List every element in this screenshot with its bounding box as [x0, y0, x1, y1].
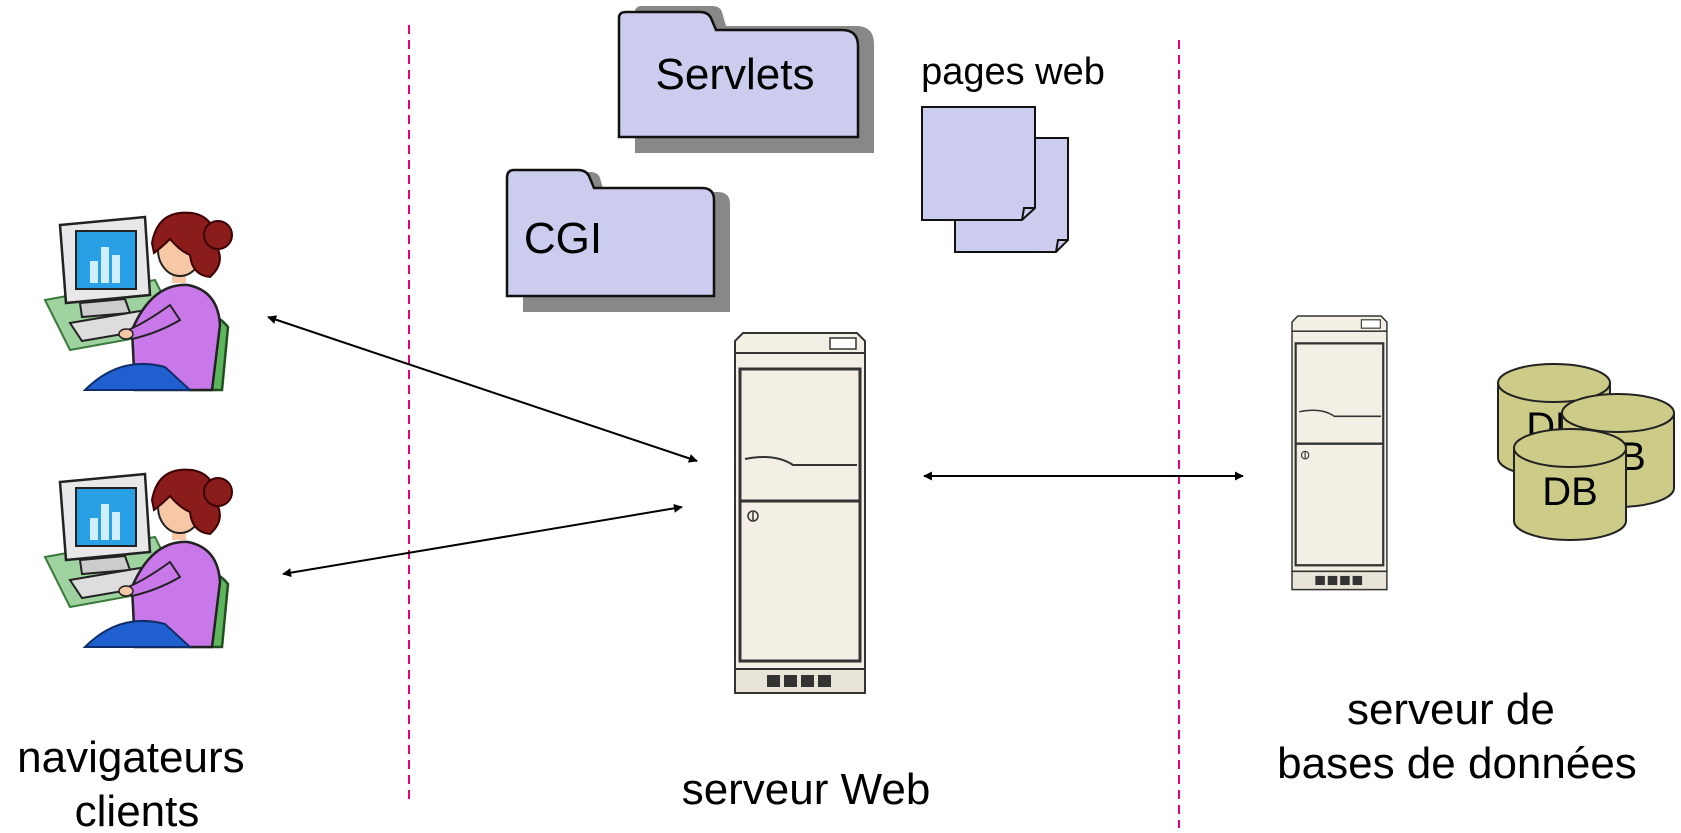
web-server-icon: [733, 331, 867, 695]
db-server-label: serveur de bases de données: [1277, 685, 1637, 788]
db-server-label-line2: bases de données: [1277, 739, 1637, 788]
arrow-client2-webserver: [282, 503, 683, 578]
pages-web-label: pages web: [921, 51, 1105, 93]
cgi-label: CGI: [524, 214, 602, 263]
client-user-icon: [43, 211, 234, 392]
clients-label-line1: navigateurs: [17, 733, 244, 782]
cgi-folder-icon: [505, 168, 730, 312]
client-user-icon: [43, 468, 234, 649]
web-pages-icon: [921, 106, 1069, 253]
db-server-icon: [1290, 314, 1389, 591]
database-icon: DB: [1513, 428, 1627, 541]
db-label: DB: [1542, 470, 1598, 514]
servlets-label: Servlets: [656, 50, 815, 99]
db-server-label-line1: serveur de: [1347, 685, 1555, 734]
servlets-folder-icon: [617, 6, 874, 153]
arrow-client1-webserver: [267, 315, 698, 463]
clients-label-line2: clients: [75, 787, 200, 833]
web-server-label: serveur Web: [682, 765, 931, 814]
clients-label: navigateurs clients: [17, 733, 257, 833]
